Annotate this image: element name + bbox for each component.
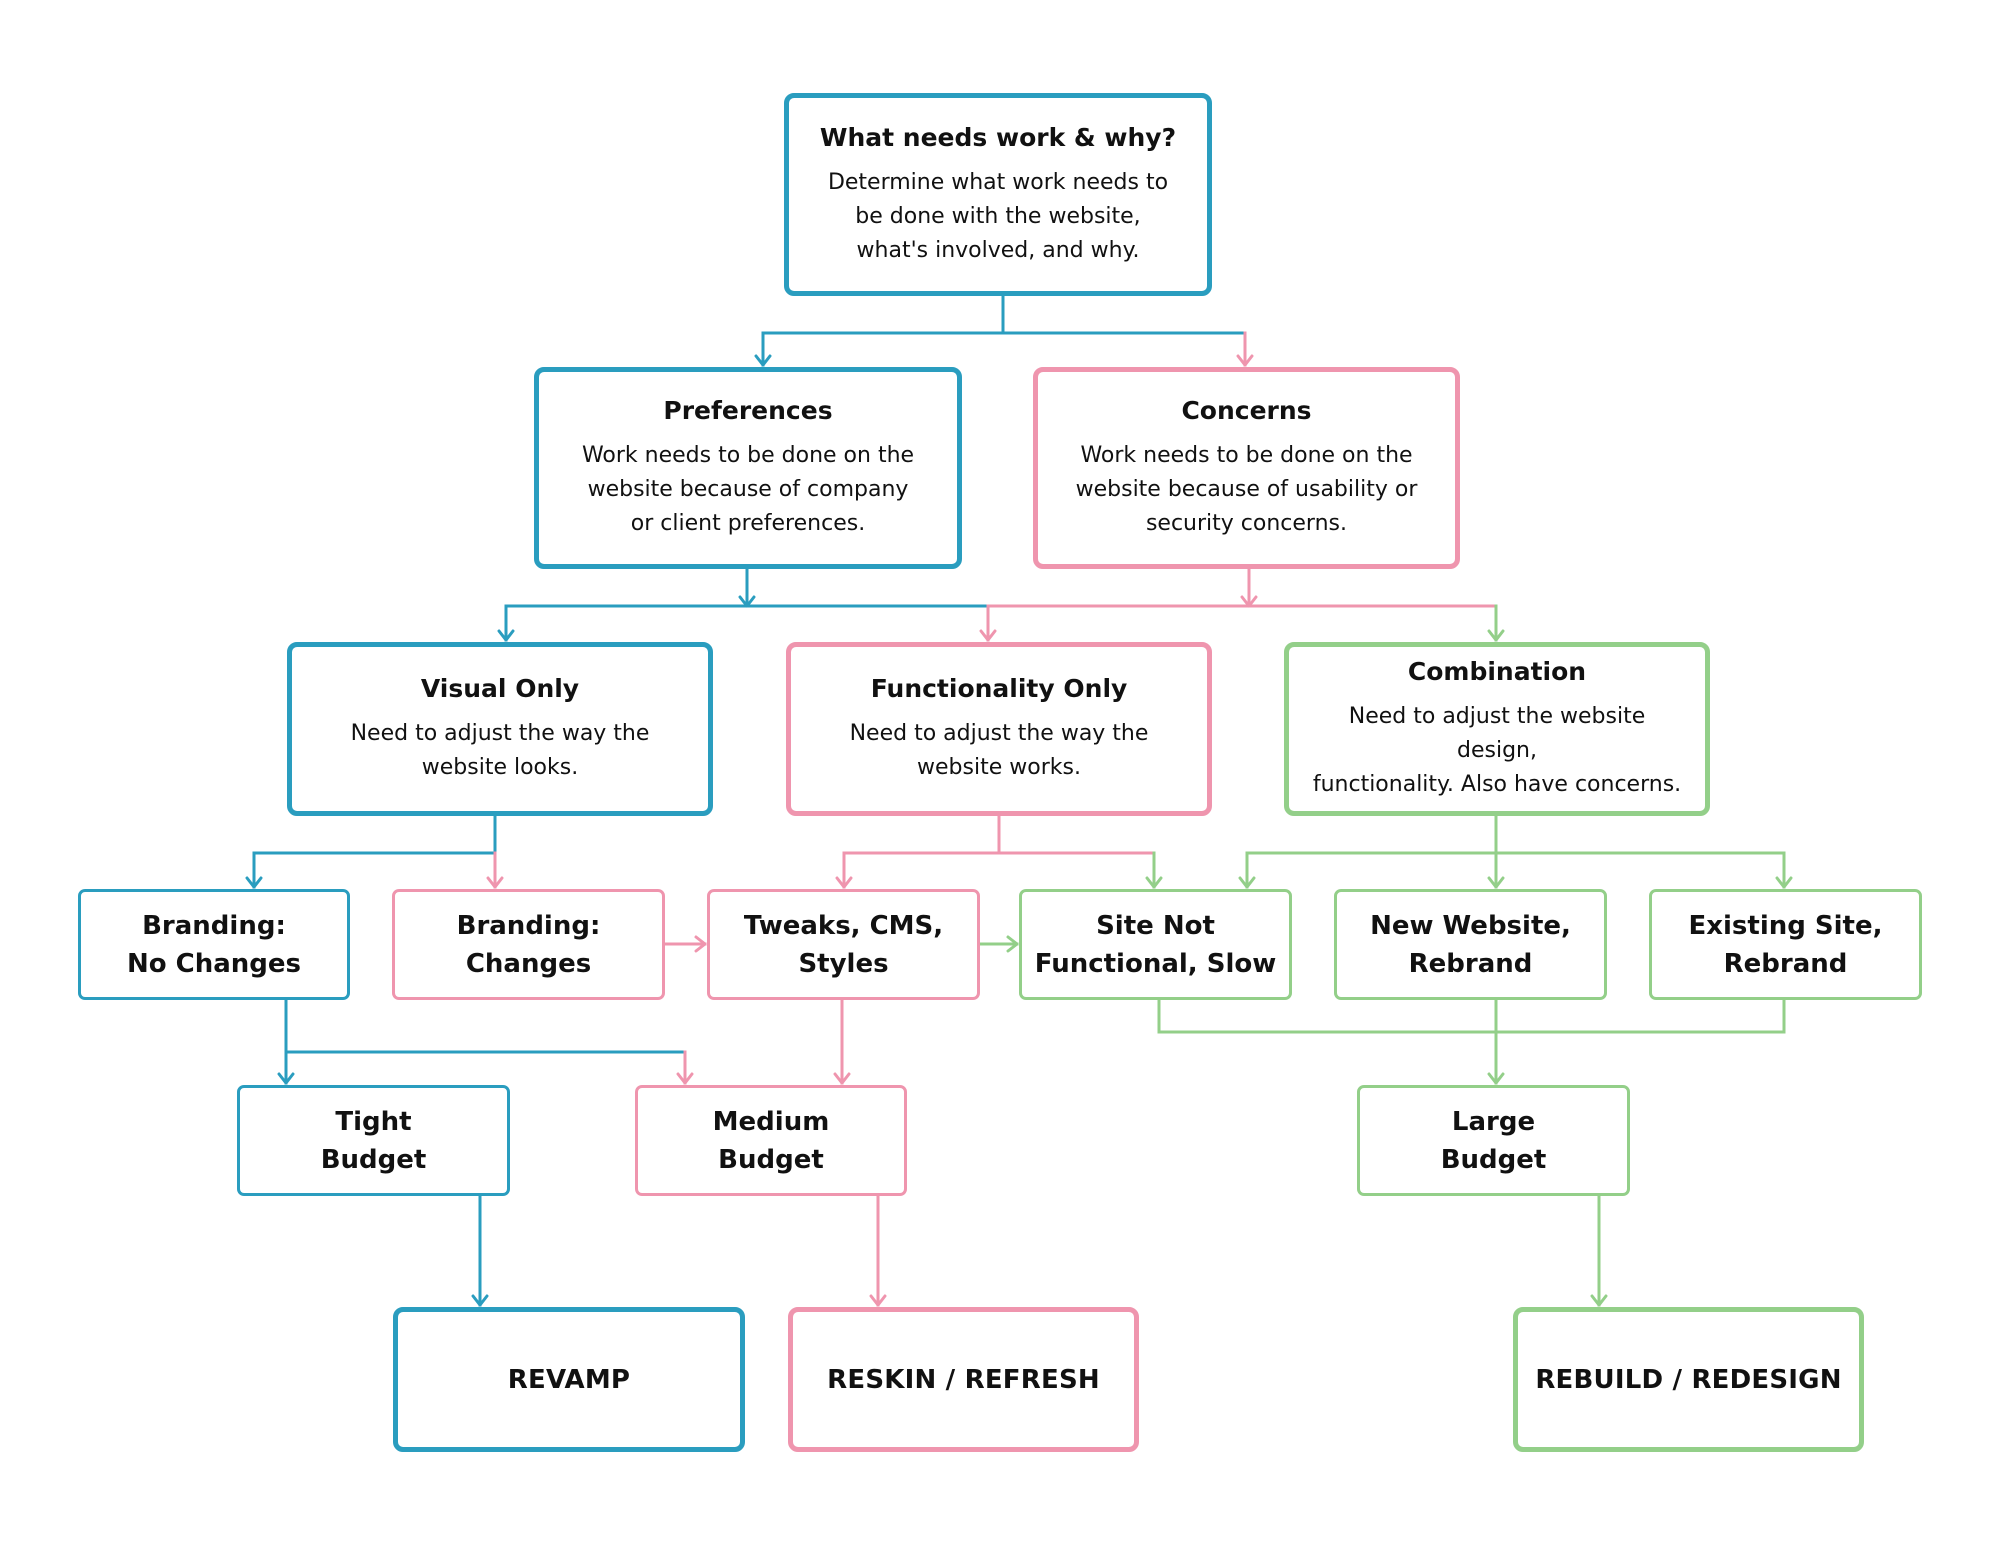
node-label: Branding: No Changes xyxy=(126,910,302,979)
node-description: Need to adjust the way the website works… xyxy=(849,721,1149,780)
node-label: Existing Site, Rebrand xyxy=(1688,910,1883,979)
edge-functionality-split xyxy=(842,814,1156,889)
node-title: Visual Only xyxy=(420,674,580,703)
node-combination: Combination Need to adjust the website d… xyxy=(1284,642,1710,816)
edge-root-split xyxy=(761,294,1247,367)
edge-visual-split xyxy=(252,814,497,889)
node-label: Site Not Functional, Slow xyxy=(1034,910,1277,979)
edge-level2-split xyxy=(504,567,1498,642)
node-title: Combination xyxy=(1407,657,1587,686)
node-label: REVAMP xyxy=(507,1364,631,1395)
node-description: Work needs to be done on the website bec… xyxy=(1075,443,1418,536)
node-branding-changes: Branding: Changes xyxy=(392,889,665,1000)
node-label: Tweaks, CMS, Styles xyxy=(743,910,944,979)
node-tweaks-cms-styles: Tweaks, CMS, Styles xyxy=(707,889,980,1000)
node-site-not-functional: Site Not Functional, Slow xyxy=(1019,889,1292,1000)
node-description: Determine what work needs to be done wit… xyxy=(827,169,1169,263)
arrowheads xyxy=(245,354,1793,1307)
node-visual-only: Visual Only Need to adjust the way the w… xyxy=(287,642,713,816)
node-label: REBUILD / REDESIGN xyxy=(1535,1364,1842,1395)
node-title: Functionality Only xyxy=(870,674,1128,703)
node-label: Branding: Changes xyxy=(456,910,601,979)
edge-combination-split xyxy=(1245,814,1786,889)
node-title: What needs work & why? xyxy=(819,122,1177,152)
node-label: Medium Budget xyxy=(712,1106,830,1175)
node-concerns: Concerns Work needs to be done on the we… xyxy=(1033,367,1460,569)
node-revamp: REVAMP xyxy=(393,1307,745,1452)
node-what-needs-work: What needs work & why? Determine what wo… xyxy=(784,93,1212,296)
node-label: Tight Budget xyxy=(320,1106,427,1175)
node-preferences: Preferences Work needs to be done on the… xyxy=(534,367,962,569)
node-label: New Website, Rebrand xyxy=(1370,910,1571,979)
node-description: Need to adjust the website design, funct… xyxy=(1312,704,1682,797)
node-title: Preferences xyxy=(663,396,833,425)
edge-budget-links xyxy=(284,998,1786,1085)
node-new-website-rebrand: New Website, Rebrand xyxy=(1334,889,1607,1000)
node-reskin-refresh: RESKIN / REFRESH xyxy=(788,1307,1139,1452)
node-description: Need to adjust the way the website looks… xyxy=(350,721,650,780)
node-medium-budget: Medium Budget xyxy=(635,1085,907,1196)
node-branding-no-changes: Branding: No Changes xyxy=(78,889,350,1000)
node-tight-budget: Tight Budget xyxy=(237,1085,510,1196)
edge-final-links xyxy=(478,1194,1601,1307)
node-label: RESKIN / REFRESH xyxy=(827,1364,1100,1395)
node-functionality-only: Functionality Only Need to adjust the wa… xyxy=(786,642,1212,816)
node-rebuild-redesign: REBUILD / REDESIGN xyxy=(1513,1307,1864,1452)
node-large-budget: Large Budget xyxy=(1357,1085,1630,1196)
node-existing-site-rebrand: Existing Site, Rebrand xyxy=(1649,889,1922,1000)
node-label: Large Budget xyxy=(1440,1106,1547,1175)
node-title: Concerns xyxy=(1181,396,1312,425)
node-description: Work needs to be done on the website bec… xyxy=(581,443,915,536)
